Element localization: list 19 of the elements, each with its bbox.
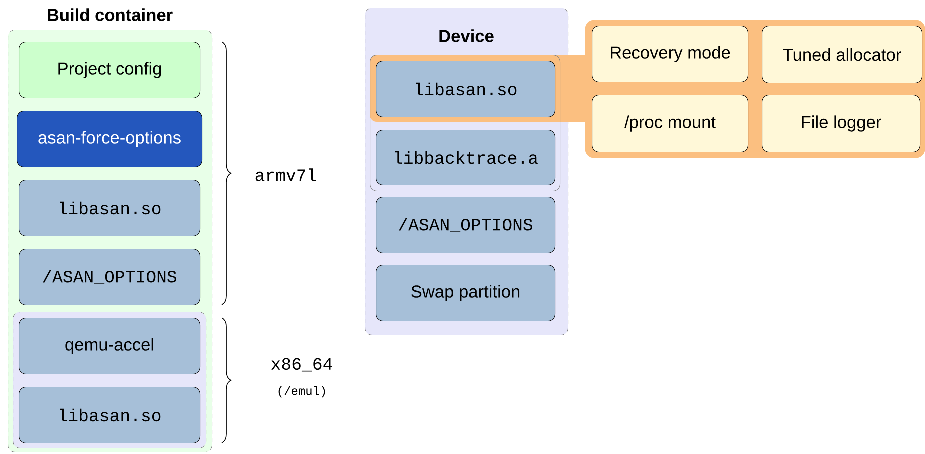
file-box: /ASAN_OPTIONS xyxy=(376,197,556,254)
file-box: /ASAN_OPTIONS xyxy=(19,249,201,306)
group-box xyxy=(370,55,561,192)
feature-box: /proc mount xyxy=(592,95,749,153)
config-box: Project config xyxy=(19,42,201,99)
package-box: qemu-accel xyxy=(19,318,201,375)
library-box: libbacktrace.a xyxy=(376,130,556,186)
feature-box: File logger xyxy=(762,95,921,153)
option-box: asan-force-options xyxy=(17,111,203,168)
library-box: libasan.so xyxy=(376,61,556,118)
architecture-label: armv7l xyxy=(256,168,316,182)
library-box: libasan.so xyxy=(19,387,201,444)
feature-box: Recovery mode xyxy=(592,26,749,83)
partition-box: Swap partition xyxy=(376,265,556,322)
library-box: libasan.so xyxy=(19,180,201,237)
feature-box: Tuned allocator xyxy=(762,26,923,84)
architecture-label: x86_64 xyxy=(272,358,332,372)
architecture-label: (/emul) xyxy=(278,386,326,398)
node-label: Build container xyxy=(48,8,173,22)
